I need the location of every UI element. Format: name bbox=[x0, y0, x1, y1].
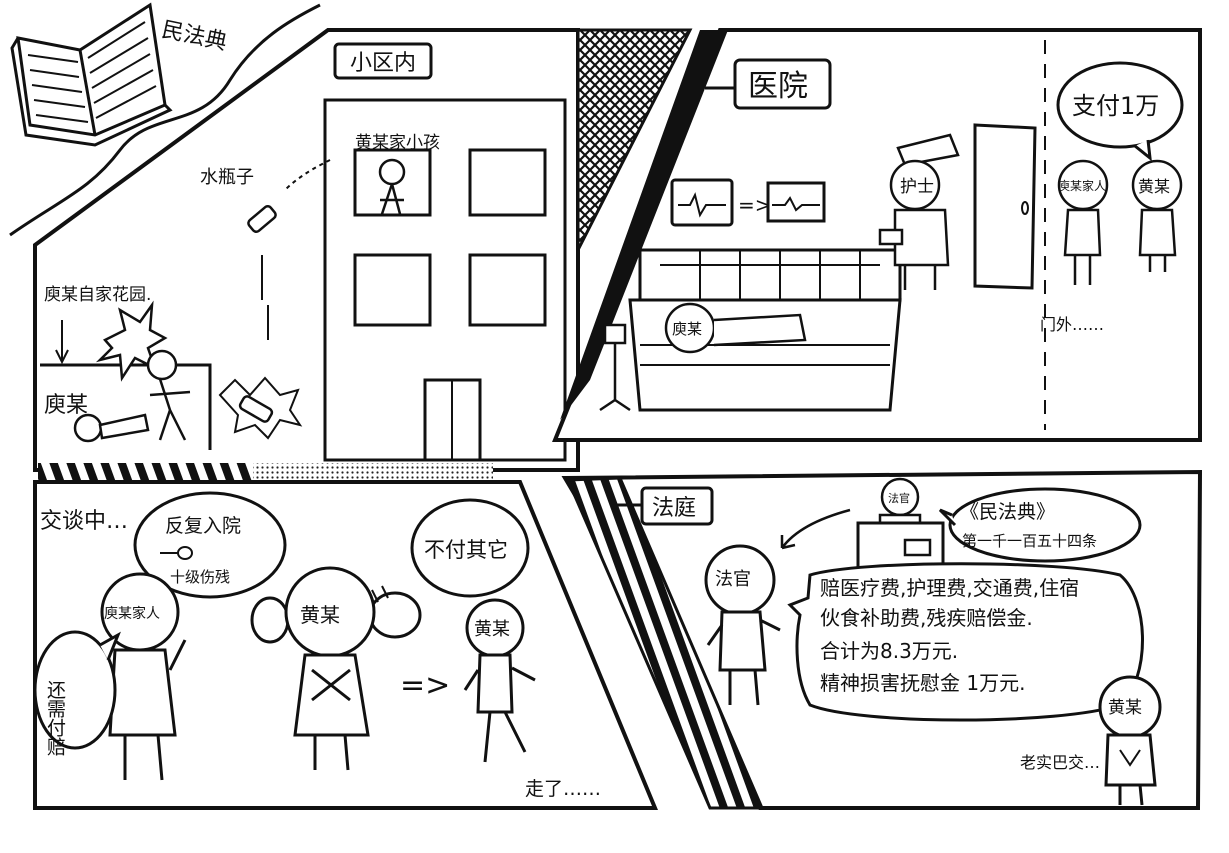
thought-line2: 十级伤残 bbox=[170, 568, 230, 586]
panel-community: 小区内 黄某家小孩 水瓶子 庾某自家花园. 庾某 bbox=[33, 28, 693, 472]
patient-label: 庾某 bbox=[672, 320, 702, 338]
panel-court: 法庭 法官 《民法典》 第一千一百五十四条 法官 赔医疗费,护理费,交通费,住宿… bbox=[561, 469, 1203, 810]
verdict-line4: 精神损害抚慰金 1万元. bbox=[820, 671, 1025, 695]
nurse-label: 护士 bbox=[900, 177, 934, 197]
garden-label: 庾某自家花园. bbox=[44, 285, 151, 305]
walk-label: 走了…… bbox=[525, 778, 601, 800]
location-tag-community: 小区内 bbox=[333, 42, 433, 80]
speech-bubble-still-pay: 还需付赔 bbox=[33, 630, 121, 756]
nurse-figure bbox=[878, 133, 960, 290]
family-figure bbox=[1057, 159, 1109, 285]
dot-divider bbox=[253, 463, 493, 481]
judge-bench bbox=[856, 477, 945, 570]
garden-wall bbox=[40, 363, 212, 450]
torn-edge-line bbox=[9, 3, 321, 237]
book-icon bbox=[10, 2, 173, 147]
location-label: 医院 bbox=[748, 69, 808, 104]
child-figure bbox=[378, 158, 406, 186]
bottle-label: 水瓶子 bbox=[200, 167, 254, 188]
thought-bubble: 反复入院 十级伤残 bbox=[133, 491, 287, 599]
verdict-line2: 伙食补助费,残疾赔偿金. bbox=[820, 606, 1033, 630]
apartment-building bbox=[323, 98, 567, 462]
pay-text: 支付1万 bbox=[1072, 92, 1159, 120]
fallen-victim-figure bbox=[73, 413, 150, 443]
stripe-divider bbox=[565, 476, 765, 810]
verdict-line3: 合计为8.3万元. bbox=[820, 639, 958, 663]
location-label: 法庭 bbox=[652, 496, 696, 521]
family-label: 庾某家人 bbox=[104, 605, 160, 622]
panel-talk: 交谈中… 反复入院 十级伤残 庾某家人 还需付赔 黄某 => bbox=[33, 480, 658, 810]
ward-door bbox=[973, 123, 1037, 290]
honest-label: 老实巴交… bbox=[1020, 753, 1100, 772]
refuse-text: 不付其它 bbox=[424, 538, 508, 562]
location-tag-court: 法庭 bbox=[615, 486, 714, 526]
huang-label: 黄某 bbox=[300, 603, 340, 627]
judge-figure bbox=[704, 544, 781, 706]
huang-label: 黄某 bbox=[1138, 177, 1170, 196]
monitor-icon: => bbox=[670, 178, 826, 227]
black-divider bbox=[560, 30, 728, 420]
walking-huang-figure bbox=[463, 598, 536, 763]
svg-text:=>: => bbox=[738, 193, 772, 217]
huang-figure bbox=[1131, 159, 1183, 272]
huang-label: 黄某 bbox=[1108, 698, 1142, 718]
law-title-line1: 民法典 bbox=[159, 17, 229, 55]
still-pay-text: 还需付赔 bbox=[44, 680, 66, 756]
outside-label: 门外…… bbox=[1040, 315, 1104, 334]
family-figure bbox=[100, 572, 187, 781]
window bbox=[353, 253, 432, 327]
gavel-icon bbox=[903, 538, 932, 557]
location-label: 小区内 bbox=[350, 51, 416, 76]
huang-figure bbox=[1098, 675, 1162, 806]
window bbox=[468, 253, 547, 327]
child-label: 黄某家小孩 bbox=[355, 133, 440, 153]
law-line2: 第一千一百五十四条 bbox=[962, 532, 1097, 550]
law-line1: 《民法典》 bbox=[960, 501, 1055, 523]
judge-label: 法官 bbox=[715, 569, 751, 590]
crosshatch-divider bbox=[576, 28, 693, 251]
arrow-icon: => bbox=[400, 668, 450, 703]
hospital-bed bbox=[628, 248, 902, 412]
victim-label: 庾某 bbox=[44, 393, 88, 418]
law-bubble: 《民法典》 第一千一百五十四条 bbox=[938, 487, 1142, 563]
huang-figure bbox=[250, 566, 422, 771]
verdict-bubble: 赔医疗费,护理费,交通费,住宿 伙食补助费,残疾赔偿金. 合计为8.3万元. 精… bbox=[787, 562, 1144, 722]
speech-bubble-refuse: 不付其它 bbox=[410, 498, 530, 598]
stripe-divider bbox=[38, 463, 253, 481]
panel-hospital: 医院 => 庾某 护士 bbox=[552, 28, 1202, 442]
location-tag-hospital: 医院 bbox=[705, 58, 832, 110]
talk-caption: 交谈中… bbox=[40, 509, 128, 534]
standing-figure bbox=[146, 349, 191, 441]
header: 民法典 bbox=[9, 2, 321, 237]
law-title: 民法典 bbox=[159, 17, 229, 55]
bottle-icon bbox=[247, 205, 277, 233]
speech-bubble-pay: 支付1万 bbox=[1056, 61, 1184, 162]
window bbox=[468, 148, 547, 217]
huang-walking-label: 黄某 bbox=[474, 619, 510, 640]
iv-stand-icon bbox=[599, 323, 631, 412]
verdict-line1: 赔医疗费,护理费,交通费,住宿 bbox=[820, 576, 1079, 600]
family-label: 庾某家人 bbox=[1058, 178, 1106, 193]
judge-small-label: 法官 bbox=[888, 491, 910, 505]
thought-line1: 反复入院 bbox=[165, 515, 241, 537]
broken-bottle-icon bbox=[218, 376, 303, 440]
